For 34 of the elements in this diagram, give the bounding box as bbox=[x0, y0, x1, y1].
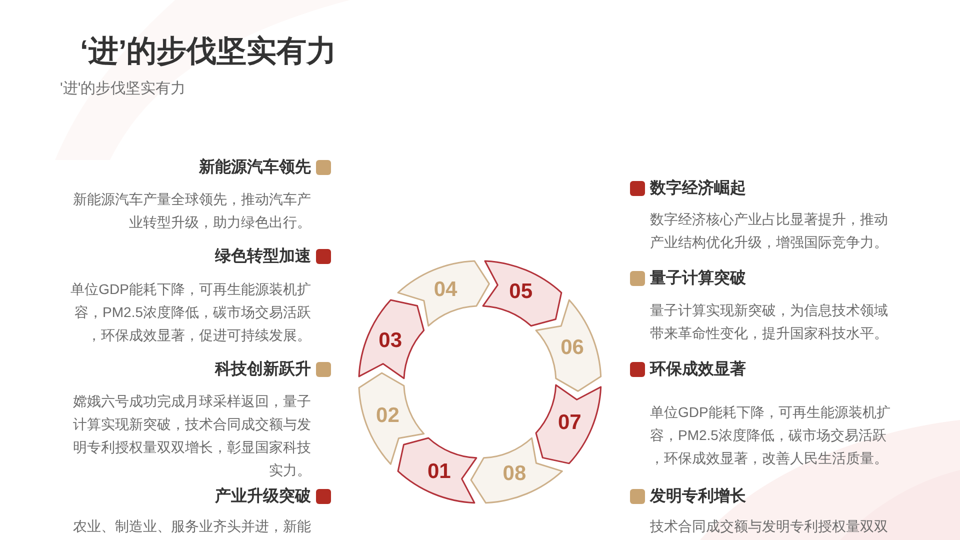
item-text: 新能源汽车产量全球领先，推动汽车产业转型升级，助力绿色出行。 bbox=[72, 190, 311, 232]
chevron-segment bbox=[535, 384, 602, 465]
chevron-segment bbox=[397, 437, 478, 504]
item-heading: 科技创新跃升 bbox=[215, 359, 311, 380]
step-number: 01 bbox=[427, 460, 451, 483]
chevron-segment bbox=[397, 260, 490, 327]
item-text: 数字经济核心产业占比显著提升，推动产业结构优化升级，增强国际竞争力。 bbox=[650, 210, 889, 252]
item-text: 量子计算实现新突破，为信息技术领域带来革命性变化，提升国家科技水平。 bbox=[650, 300, 889, 342]
step-number: 06 bbox=[560, 336, 584, 358]
item-text: 嫦娥六号成功完成月球采样返回，量子计算实现新突破，技术合同成交额与发明专利授权量双双增长，彰显国家科技实力。 bbox=[72, 392, 311, 480]
step-number: 05 bbox=[509, 281, 533, 304]
chevron-segment bbox=[482, 260, 563, 327]
item-text: 农业、制造业、服务业齐头并进，新能 bbox=[72, 516, 311, 536]
item-text: 技术合同成交额与发明专利授权量双双 bbox=[650, 516, 889, 536]
item-text: 单位GDP能耗下降，可再生能源装机扩容，PM2.5浓度降低，碳市场交易活跃，环保成效显著，改善人民生活质量。 bbox=[650, 402, 892, 468]
step-number: 03 bbox=[378, 330, 402, 352]
item-heading: 产业升级突破 bbox=[215, 486, 311, 507]
item-heading: 绿色转型加速 bbox=[215, 246, 311, 267]
item-text: 单位GDP能耗下降，可再生能源装机扩容，PM2.5浓度降低，碳市场交易活跃，环保成效显著，促进可持续发展。 bbox=[70, 280, 311, 344]
step-number: 08 bbox=[502, 463, 526, 486]
step-number: 02 bbox=[376, 405, 400, 428]
subtitle: '进'的步伐坚实有力 bbox=[60, 79, 186, 99]
step-number: 07 bbox=[558, 412, 582, 434]
chevron-segment bbox=[470, 437, 563, 504]
chevron-segment bbox=[358, 299, 425, 380]
item-heading: 环保成效显著 bbox=[650, 360, 746, 380]
title: ‘进’的步伐坚实有力 bbox=[80, 34, 337, 70]
item-heading: 数字经济崛起 bbox=[650, 178, 746, 199]
chevron-segment bbox=[358, 372, 425, 465]
chevron-segment bbox=[535, 299, 602, 392]
item-heading: 发明专利增长 bbox=[650, 486, 746, 507]
item-heading: 量子计算突破 bbox=[650, 268, 746, 289]
step-number: 04 bbox=[434, 278, 458, 301]
item-heading: 新能源汽车领先 bbox=[199, 157, 311, 178]
